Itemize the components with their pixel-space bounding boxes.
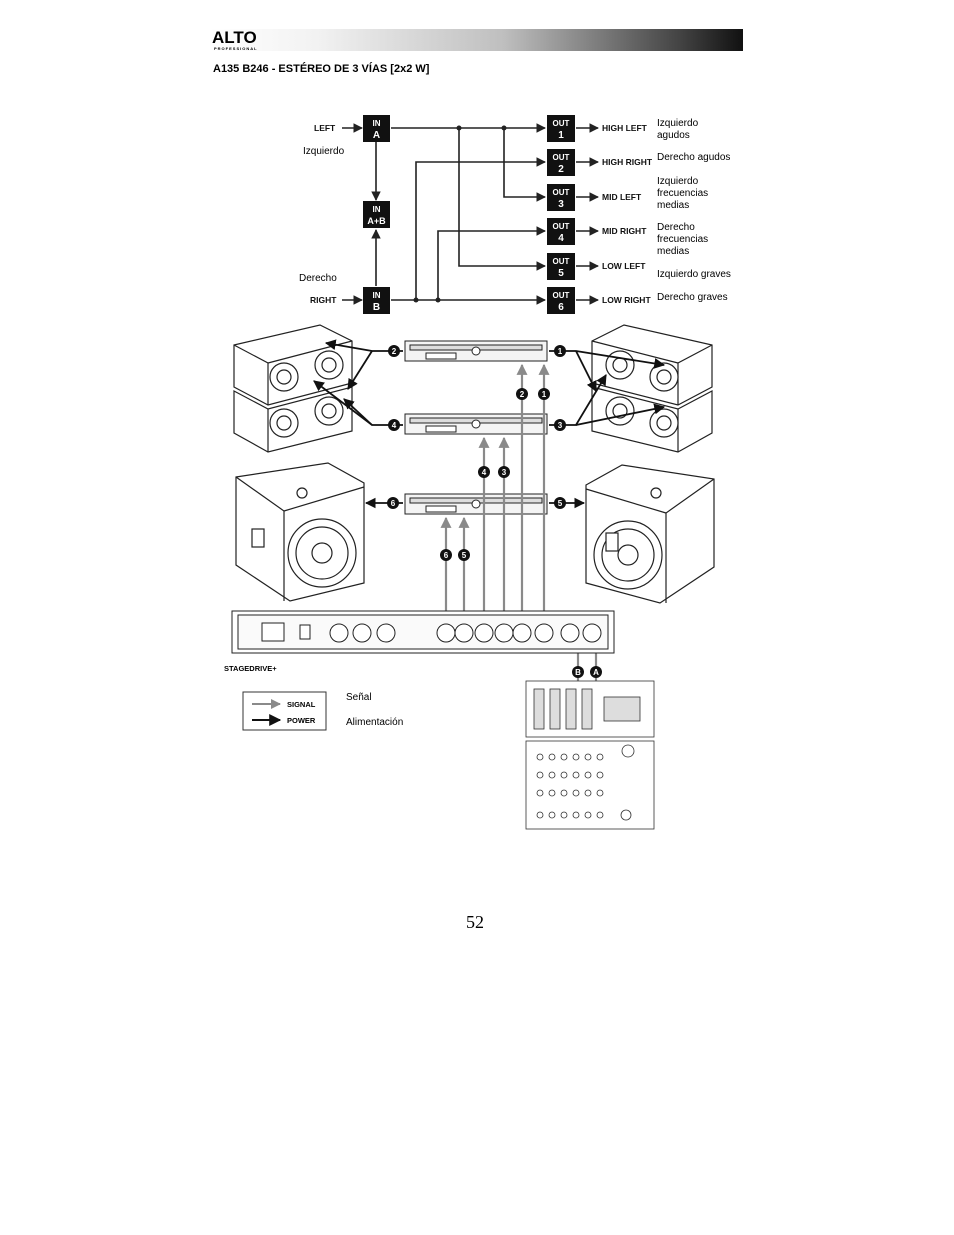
svg-text:IN: IN [373, 119, 381, 128]
port-high-right: HIGH RIGHT [602, 157, 653, 167]
right-subwoofer [585, 464, 715, 604]
svg-text:3: 3 [558, 199, 564, 210]
label-out-3: Izquierdo frecuencias medias [657, 176, 709, 211]
input-box-ab: IN A+B [363, 201, 390, 228]
svg-text:5: 5 [558, 268, 564, 279]
svg-text:A: A [373, 130, 380, 141]
svg-text:A: A [593, 668, 599, 677]
alto-logo: ALTO PROFESSIONAL [212, 28, 258, 52]
marker-4: 4 [388, 419, 400, 431]
amplifier-3 [404, 493, 548, 515]
amplifier-2 [404, 413, 548, 435]
svg-text:6: 6 [444, 551, 449, 560]
svg-text:OUT: OUT [553, 222, 570, 231]
svg-text:4: 4 [482, 468, 487, 477]
marker-2: 2 [388, 345, 400, 357]
marker-3: 3 [554, 419, 566, 431]
legend-power-label: Alimentación [346, 717, 404, 728]
label-out-4: Derecho frecuencias medias [657, 222, 709, 257]
stagedrive-rear-panel [231, 610, 615, 654]
svg-text:4: 4 [558, 233, 564, 244]
label-out-2: Derecho agudos [657, 152, 731, 163]
marker-signal-4: 4 [478, 466, 490, 478]
svg-text:1: 1 [558, 130, 564, 141]
marker-b: B [572, 666, 584, 678]
output-box-4: OUT 4 [547, 218, 575, 245]
marker-signal-3: 3 [498, 466, 510, 478]
svg-text:OUT: OUT [553, 257, 570, 266]
label-out-5: Izquierdo graves [657, 269, 731, 280]
label-derecho: Derecho [299, 273, 337, 284]
page-title: A135 B246 - ESTÉREO DE 3 VÍAS [2x2 W] [213, 63, 430, 75]
marker-1: 1 [554, 345, 566, 357]
left-subwoofer [235, 462, 365, 602]
label-out-1: Izquierdo agudos [657, 118, 699, 141]
svg-text:6: 6 [391, 499, 396, 508]
legend-signal-label: Señal [346, 692, 372, 703]
right-speaker-stack [591, 324, 713, 453]
svg-text:2: 2 [392, 347, 397, 356]
output-box-1: OUT 1 [547, 115, 575, 142]
device-name: STAGEDRIVE+ [224, 664, 277, 673]
svg-text:2: 2 [520, 390, 525, 399]
header-gradient-bar [210, 29, 743, 51]
svg-text:1: 1 [558, 347, 563, 356]
svg-text:A+B: A+B [367, 216, 386, 226]
routing-diagram: IN A IN A+B IN B OUT 1 OUT 2 OUT 3 OUT 4… [310, 115, 653, 314]
port-high-left: HIGH LEFT [602, 123, 648, 133]
svg-text:B: B [575, 668, 581, 677]
port-right: RIGHT [310, 295, 337, 305]
svg-text:6: 6 [558, 302, 564, 313]
port-mid-left: MID LEFT [602, 192, 642, 202]
svg-text:OUT: OUT [553, 188, 570, 197]
page-number: 52 [466, 912, 484, 932]
port-low-right: LOW RIGHT [602, 295, 651, 305]
legend-signal: SIGNAL [287, 700, 316, 709]
output-box-3: OUT 3 [547, 184, 575, 211]
svg-text:B: B [373, 302, 380, 313]
amplifier-1 [404, 340, 548, 362]
system-illustration: 2 1 4 3 6 5 2 1 4 3 6 5 B A [224, 324, 715, 830]
output-box-5: OUT 5 [547, 253, 575, 280]
svg-text:4: 4 [392, 421, 397, 430]
label-out-6: Derecho graves [657, 292, 728, 303]
svg-text:OUT: OUT [553, 153, 570, 162]
marker-signal-5: 5 [458, 549, 470, 561]
marker-signal-6: 6 [440, 549, 452, 561]
svg-text:5: 5 [462, 551, 467, 560]
svg-text:1: 1 [542, 390, 547, 399]
input-box-b: IN B [363, 287, 390, 314]
legend-power: POWER [287, 716, 316, 725]
svg-text:OUT: OUT [553, 291, 570, 300]
port-left: LEFT [314, 123, 336, 133]
port-low-left: LOW LEFT [602, 261, 646, 271]
mixer [525, 680, 655, 830]
svg-text:3: 3 [502, 468, 507, 477]
svg-text:IN: IN [373, 205, 381, 214]
marker-5: 5 [554, 497, 566, 509]
svg-text:3: 3 [558, 421, 563, 430]
output-box-2: OUT 2 [547, 149, 575, 176]
marker-signal-2: 2 [516, 388, 528, 400]
marker-a: A [590, 666, 602, 678]
label-izquierdo: Izquierdo [303, 146, 345, 157]
output-box-6: OUT 6 [547, 287, 575, 314]
port-mid-right: MID RIGHT [602, 226, 647, 236]
input-box-a: IN A [363, 115, 390, 142]
svg-text:OUT: OUT [553, 119, 570, 128]
svg-text:5: 5 [558, 499, 563, 508]
legend: SIGNAL POWER [242, 691, 327, 731]
svg-text:2: 2 [558, 164, 564, 175]
marker-6: 6 [387, 497, 399, 509]
marker-signal-1: 1 [538, 388, 550, 400]
svg-text:IN: IN [373, 291, 381, 300]
